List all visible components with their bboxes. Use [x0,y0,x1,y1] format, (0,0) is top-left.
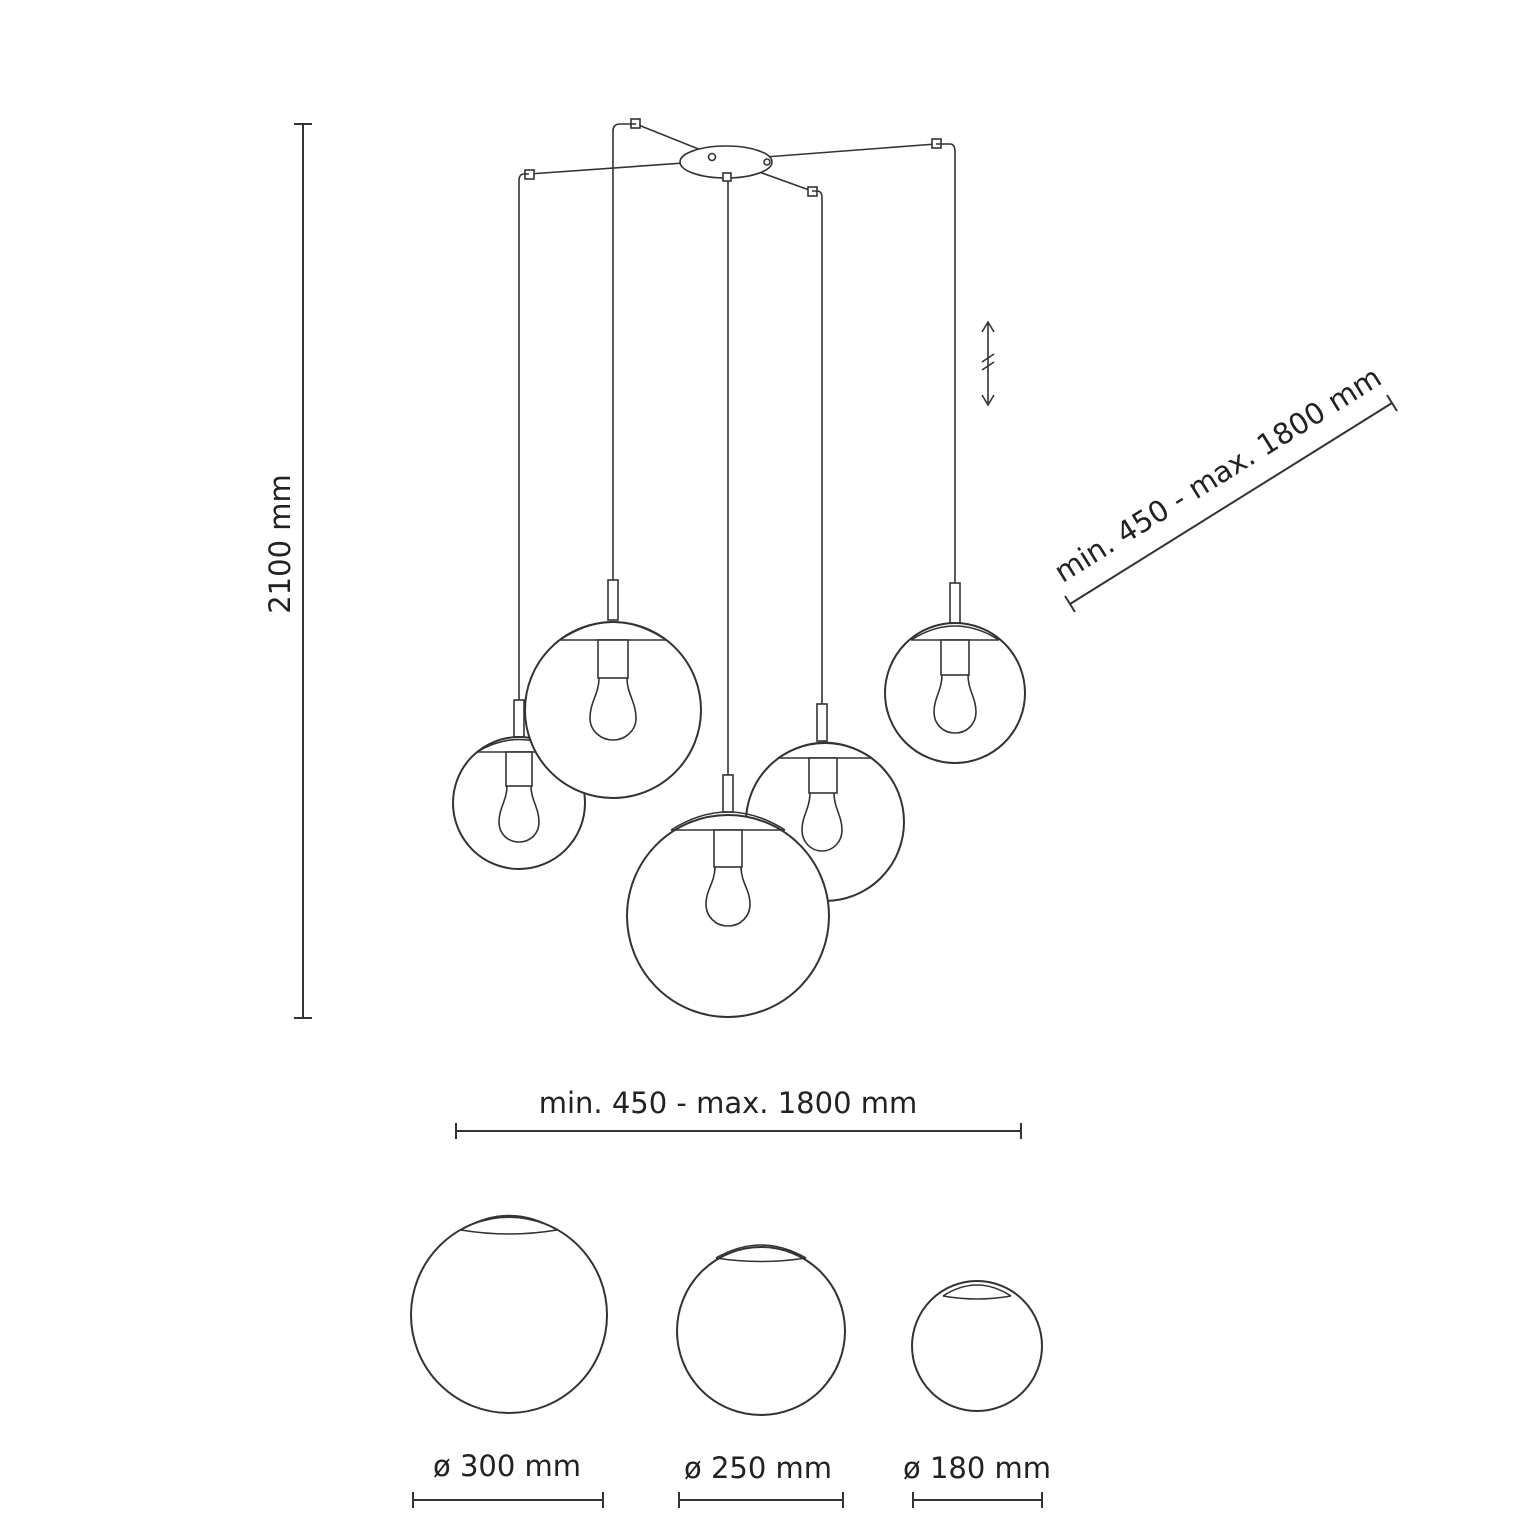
diagonal-span-dimension: min. 450 - max. 1800 mm [1048,360,1398,613]
pendant-lamp-far-right [884,582,1026,764]
globe-180-label: ø 180 mm [903,1451,1051,1485]
horizontal-span-dimension: min. 450 - max. 1800 mm [455,1086,1022,1139]
height-label: 2100 mm [263,474,297,614]
globe-300: ø 300 mm [410,1214,608,1508]
globe-180: ø 180 mm [903,1280,1051,1508]
cables [518,123,956,775]
globe-300-label: ø 300 mm [433,1449,581,1483]
pendant-lamp-upper-left [524,579,702,799]
height-dimension: 2100 mm [263,123,312,1019]
horizontal-span-label: min. 450 - max. 1800 mm [539,1086,918,1120]
pendant-lamp-center [626,774,830,1018]
ceiling-canopy [524,118,942,197]
height-adjust-arrows-icon [981,320,995,407]
globe-250: ø 250 mm [676,1244,846,1508]
diagonal-span-label: min. 450 - max. 1800 mm [1048,360,1387,589]
globe-250-label: ø 250 mm [684,1451,832,1485]
